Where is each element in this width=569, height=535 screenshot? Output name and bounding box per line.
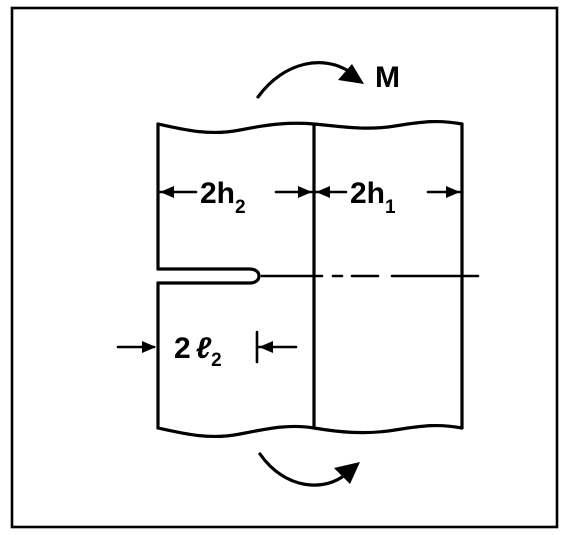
width-label-2h1: 2h1 (350, 177, 396, 218)
width-label-2h1-sub: 1 (385, 197, 396, 218)
width-label-2h2-main: 2h (200, 177, 235, 210)
moment-label: M (375, 61, 400, 94)
specimen-body (156, 119, 464, 439)
dimension-2h1 (314, 186, 462, 198)
moment-arrow-bottom (258, 452, 360, 487)
width-label-2h1-main: 2h (350, 177, 385, 210)
bottom-wavy-edge (156, 423, 464, 439)
dimension-2h2 (158, 186, 314, 198)
crack-length-sub: 2 (211, 350, 222, 371)
crack-length-symbol: ℓ (196, 332, 212, 365)
width-label-2h2: 2h2 (200, 177, 246, 218)
figure-frame (10, 6, 559, 529)
crack-length-coef: 2 (174, 332, 191, 365)
top-wavy-edge (156, 119, 464, 135)
crack-slit (156, 267, 261, 285)
moment-arrow-top (256, 61, 364, 99)
width-label-2h2-sub: 2 (235, 197, 246, 218)
dimension-crack-length (116, 330, 298, 364)
